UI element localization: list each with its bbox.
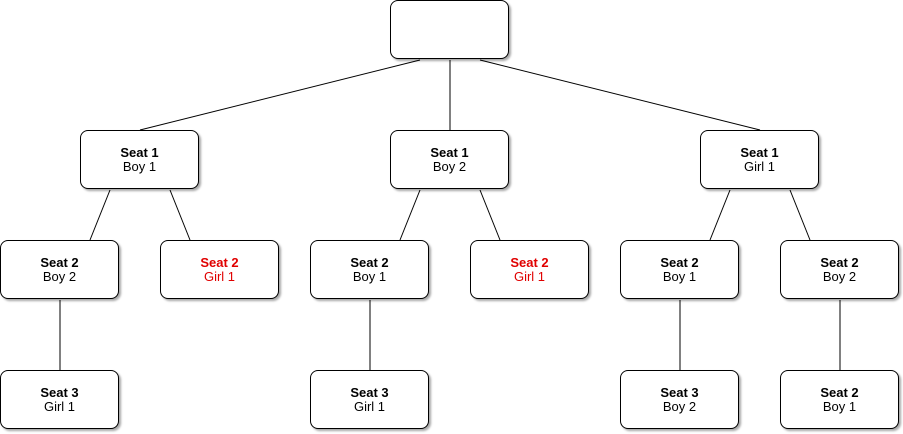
node-person-label: Girl 1 — [513, 268, 546, 284]
tree-node[interactable]: Seat 2 Boy 1 — [310, 240, 429, 299]
tree-node[interactable]: Seat 2 Boy 2 — [0, 240, 119, 299]
node-person-label: Girl 1 — [203, 268, 236, 284]
tree-node[interactable]: Seat 2 Boy 2 — [780, 240, 899, 299]
tree-node[interactable]: Seat 3 Girl 1 — [310, 370, 429, 429]
node-person-label: Boy 1 — [662, 268, 697, 284]
edge-a-a2 — [169, 189, 191, 241]
edge-root-a — [139, 59, 421, 131]
node-seat-label: Seat 1 — [120, 144, 159, 160]
edge-c-c2 — [789, 189, 811, 241]
node-seat-label: Seat 2 — [660, 254, 699, 270]
node-person-label: Boy 2 — [432, 158, 467, 174]
node-seat-label: Seat 1 — [740, 144, 779, 160]
tree-node[interactable]: Seat 3 Boy 2 — [620, 370, 739, 429]
tree-node[interactable]: Seat 1 Girl 1 — [700, 130, 819, 189]
node-person-label: Boy 1 — [122, 158, 157, 174]
tree-node[interactable]: Seat 2 Boy 1 — [620, 240, 739, 299]
node-seat-label: Seat 2 — [200, 254, 239, 270]
node-seat-label: Seat 2 — [820, 254, 859, 270]
tree-node[interactable]: Seat 3 Girl 1 — [0, 370, 119, 429]
node-seat-label: Seat 2 — [510, 254, 549, 270]
tree-node-highlighted[interactable]: Seat 2 Girl 1 — [470, 240, 589, 299]
node-person-label: Boy 2 — [42, 268, 77, 284]
node-seat-label: Seat 1 — [430, 144, 469, 160]
tree-node-highlighted[interactable]: Seat 2 Girl 1 — [160, 240, 279, 299]
node-person-label: Boy 2 — [822, 268, 857, 284]
tree-node[interactable]: Seat 2 Boy 1 — [780, 370, 899, 429]
node-seat-label: Seat 3 — [350, 384, 389, 400]
node-seat-label: Seat 2 — [40, 254, 79, 270]
edge-c-c1 — [709, 189, 731, 241]
node-seat-label: Seat 3 — [40, 384, 79, 400]
tree-node[interactable]: Seat 1 Boy 2 — [390, 130, 509, 189]
node-person-label: Girl 1 — [353, 398, 386, 414]
node-seat-label: Seat 2 — [820, 384, 859, 400]
edge-b-b1 — [399, 189, 421, 241]
node-person-label: Boy 1 — [352, 268, 387, 284]
root-node[interactable] — [390, 0, 509, 59]
edge-a-a1 — [89, 189, 111, 241]
edge-root-c — [479, 59, 761, 131]
edge-b-b2 — [479, 189, 501, 241]
node-person-label: Girl 1 — [43, 398, 76, 414]
node-person-label: Girl 1 — [743, 158, 776, 174]
node-seat-label: Seat 2 — [350, 254, 389, 270]
node-person-label: Boy 2 — [662, 398, 697, 414]
node-seat-label: Seat 3 — [660, 384, 699, 400]
tree-node[interactable]: Seat 1 Boy 1 — [80, 130, 199, 189]
node-person-label: Boy 1 — [822, 398, 857, 414]
